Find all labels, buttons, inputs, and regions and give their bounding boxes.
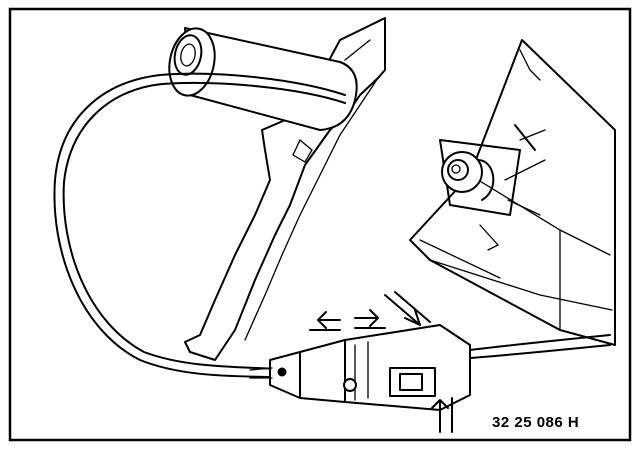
rotary-sensor xyxy=(439,124,546,251)
mounting-bracket xyxy=(184,17,386,361)
diagonal-arrow-icon xyxy=(384,291,431,326)
double-arrow-left-icon xyxy=(309,311,341,331)
frame-border xyxy=(8,7,632,442)
double-arrow-right-icon xyxy=(354,309,386,329)
sensor-cable xyxy=(53,72,346,379)
double-arrow-up-icon xyxy=(431,397,453,433)
connector-plug xyxy=(249,324,611,411)
reference-code: 32 25 086 H xyxy=(492,414,580,431)
